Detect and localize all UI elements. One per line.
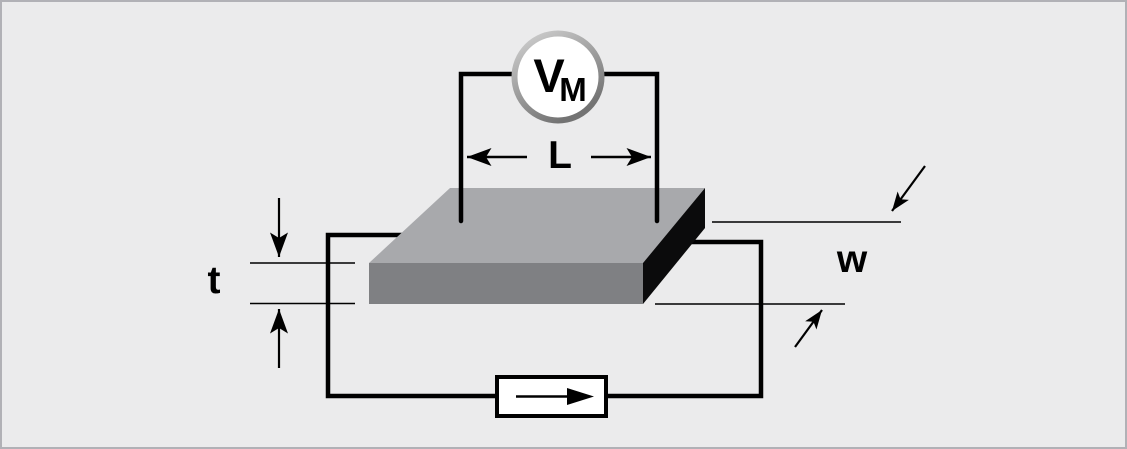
slab-side-face: [643, 188, 705, 304]
width-leader-arrow-bottom: [794, 309, 823, 348]
current-direction-arrow-head: [567, 388, 594, 405]
width-label: w: [836, 238, 868, 281]
width-leader-arrow-top: [891, 165, 926, 212]
sample-slab: [369, 188, 705, 304]
slab-top-face: [369, 188, 705, 263]
length-label: L: [548, 134, 572, 177]
slab-front-face: [369, 263, 643, 304]
voltmeter-subscript: M: [559, 71, 587, 108]
current-wire-left: [325, 232, 495, 399]
voltmeter-dial: [511, 30, 605, 124]
voltmeter-symbol: V: [533, 49, 565, 102]
thickness-label: t: [208, 259, 221, 302]
current-wire-right: [608, 239, 764, 399]
